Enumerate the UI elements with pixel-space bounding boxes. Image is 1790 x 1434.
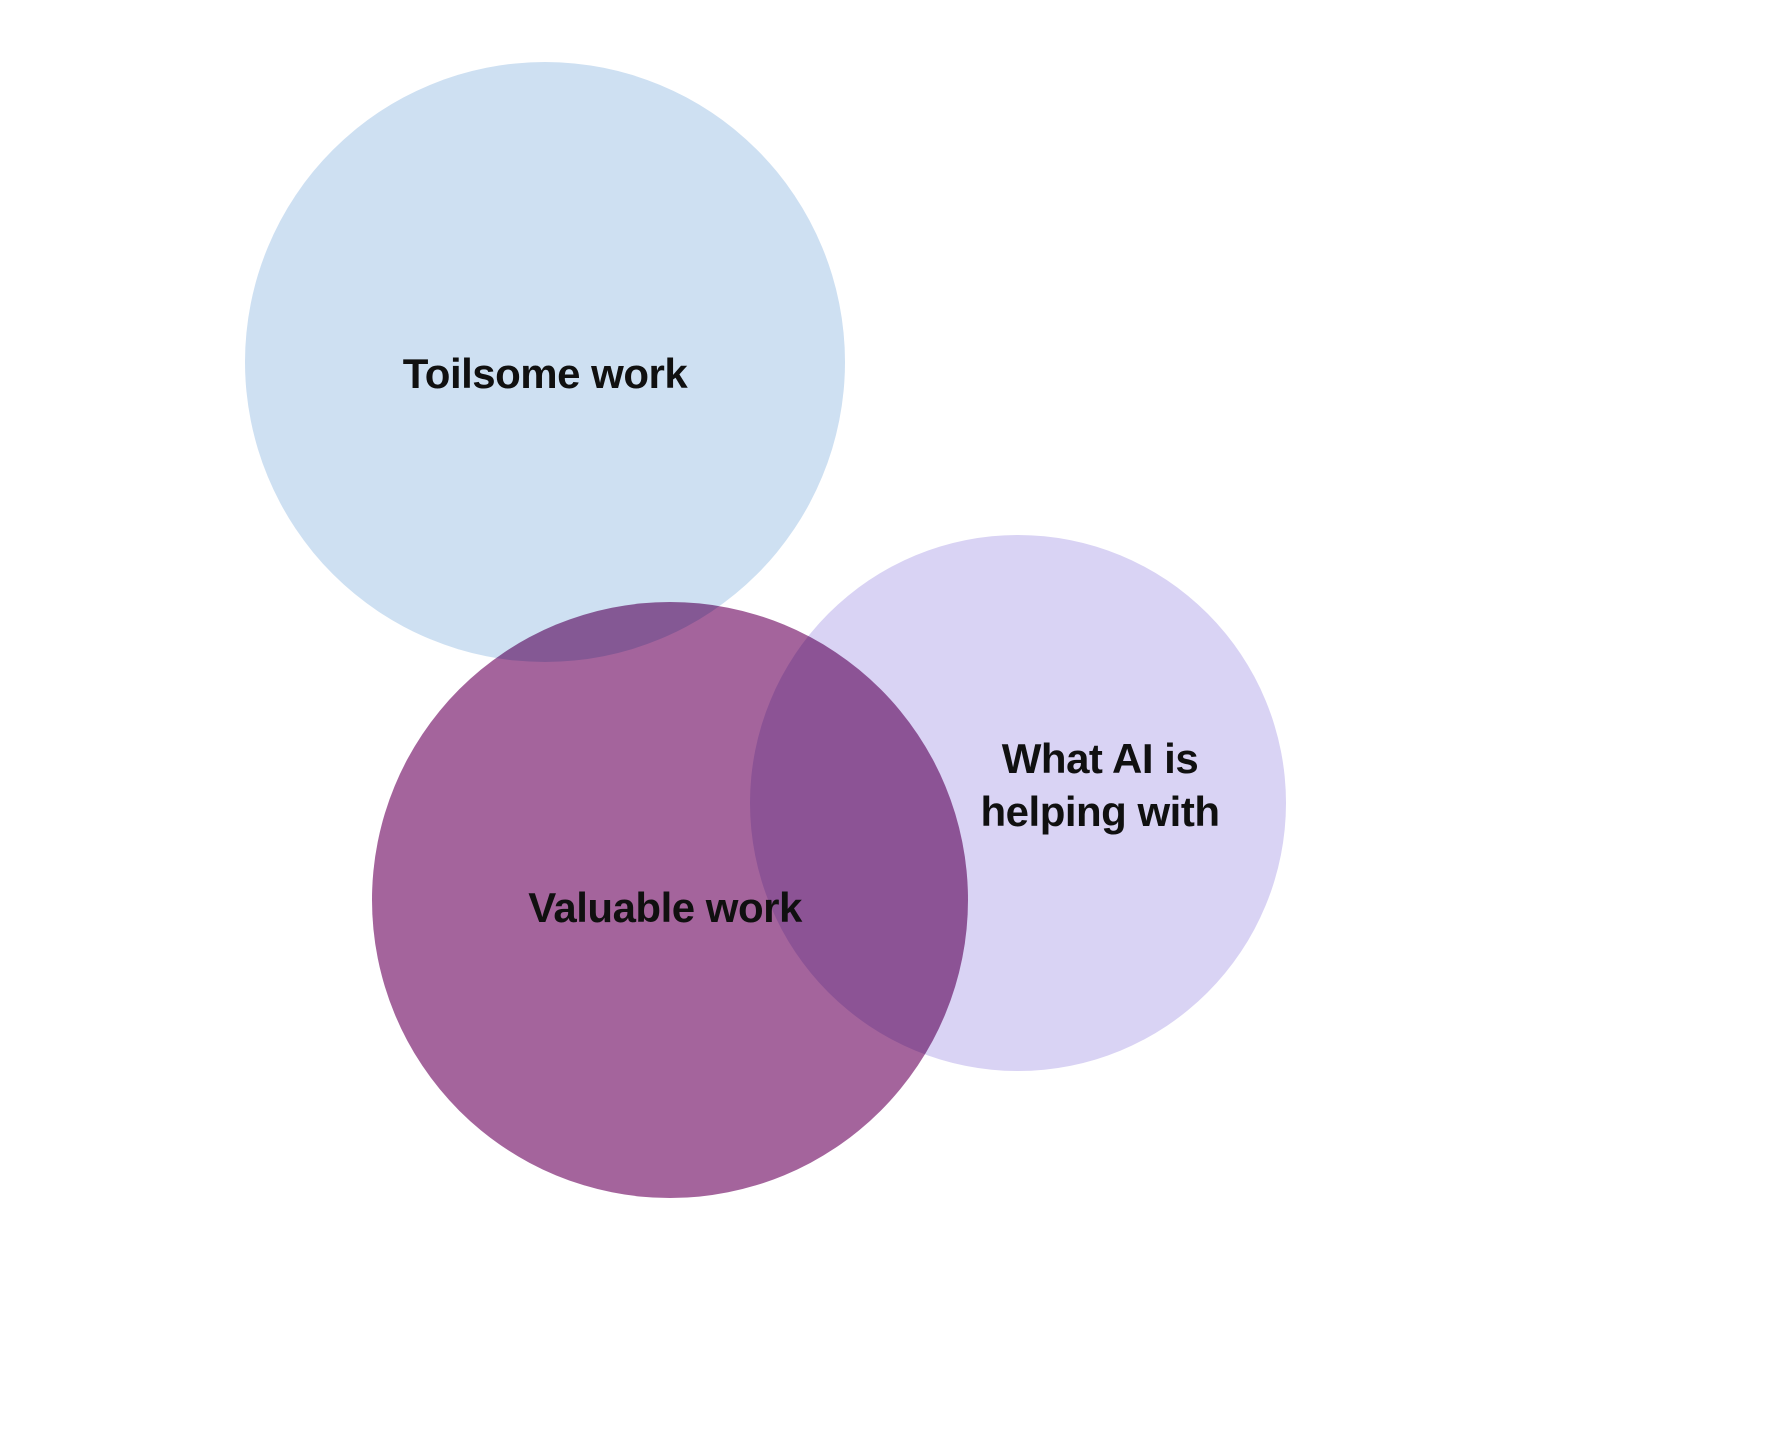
toilsome-work-circle [245, 62, 845, 662]
what-ai-is-helping-with-label: What AI is helping with [980, 735, 1220, 835]
toilsome-work-label: Toilsome work [402, 350, 688, 397]
valuable-work-label: Valuable work [528, 884, 802, 931]
valuable-work-circle [372, 602, 968, 1198]
